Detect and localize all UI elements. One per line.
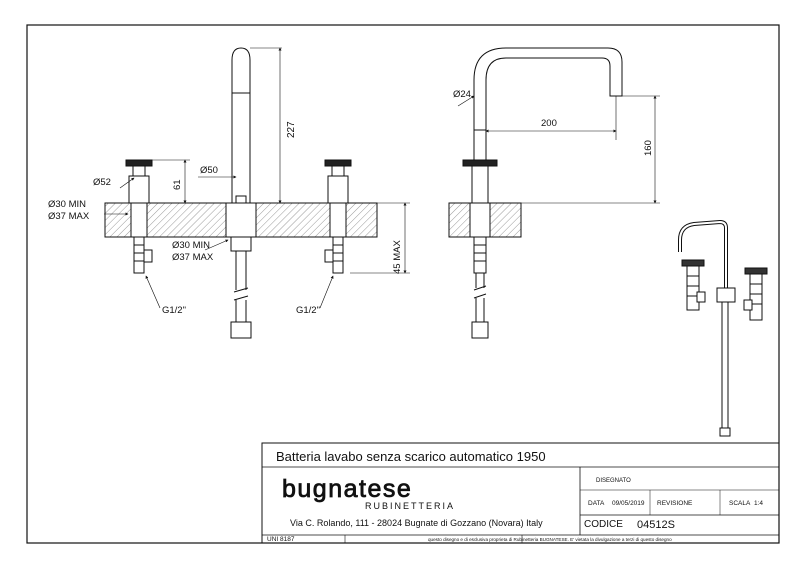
side-view — [448, 47, 660, 339]
drawing-title: Batteria lavabo senza scarico automatico… — [276, 449, 546, 464]
scala-value: 1:4 — [754, 500, 763, 507]
isometric-view — [678, 219, 768, 437]
dim-30min-left: Ø30 MIN — [48, 199, 86, 210]
company-logo-subtitle: RUBINETTERIA — [365, 501, 455, 511]
dim-30min-center: Ø30 MIN — [172, 240, 210, 251]
company-address: Via C. Rolando, 111 - 28024 Bugnate di G… — [290, 518, 543, 528]
footer-note: questo disegno e di esclusiva proprieta … — [428, 537, 672, 542]
title-block-text: Batteria lavabo senza scarico automatico… — [267, 449, 763, 543]
dim-200: 200 — [541, 118, 557, 129]
dim-37max-center: Ø37 MAX — [172, 252, 214, 263]
codice-value: 04512S — [637, 519, 675, 531]
drawing-border — [26, 24, 780, 544]
disegnato-label: DISEGNATO — [596, 478, 631, 484]
dim-45max: 45 MAX — [392, 240, 403, 274]
right-valve — [324, 159, 352, 274]
data-label: DATA — [588, 500, 605, 507]
data-value: 09/05/2019 — [612, 500, 645, 507]
dim-37max-left: Ø37 MAX — [48, 211, 90, 222]
scala-label: SCALA — [729, 500, 751, 507]
title-block — [261, 442, 780, 544]
left-valve — [125, 159, 153, 274]
dim-24: Ø24 — [453, 89, 471, 100]
codice-label: CODICE — [584, 519, 623, 530]
dim-160: 160 — [643, 140, 654, 156]
dim-61: 61 — [172, 179, 183, 190]
revisione-label: REVISIONE — [657, 500, 693, 507]
dim-227: 227 — [286, 121, 297, 138]
front-view — [104, 47, 410, 339]
standard-code: UNI 8187 — [267, 536, 295, 543]
dim-g12-left: G1/2" — [162, 305, 186, 316]
company-logo-text: bugnatese — [282, 475, 412, 503]
dim-52: Ø52 — [93, 177, 111, 188]
center-spout — [225, 47, 257, 339]
dim-50: Ø50 — [200, 165, 218, 176]
dimension-labels: 227 Ø52 61 Ø50 Ø30 MIN Ø37 MAX Ø30 MIN Ø… — [48, 89, 654, 316]
dim-g12-right: G1/2" — [296, 305, 320, 316]
